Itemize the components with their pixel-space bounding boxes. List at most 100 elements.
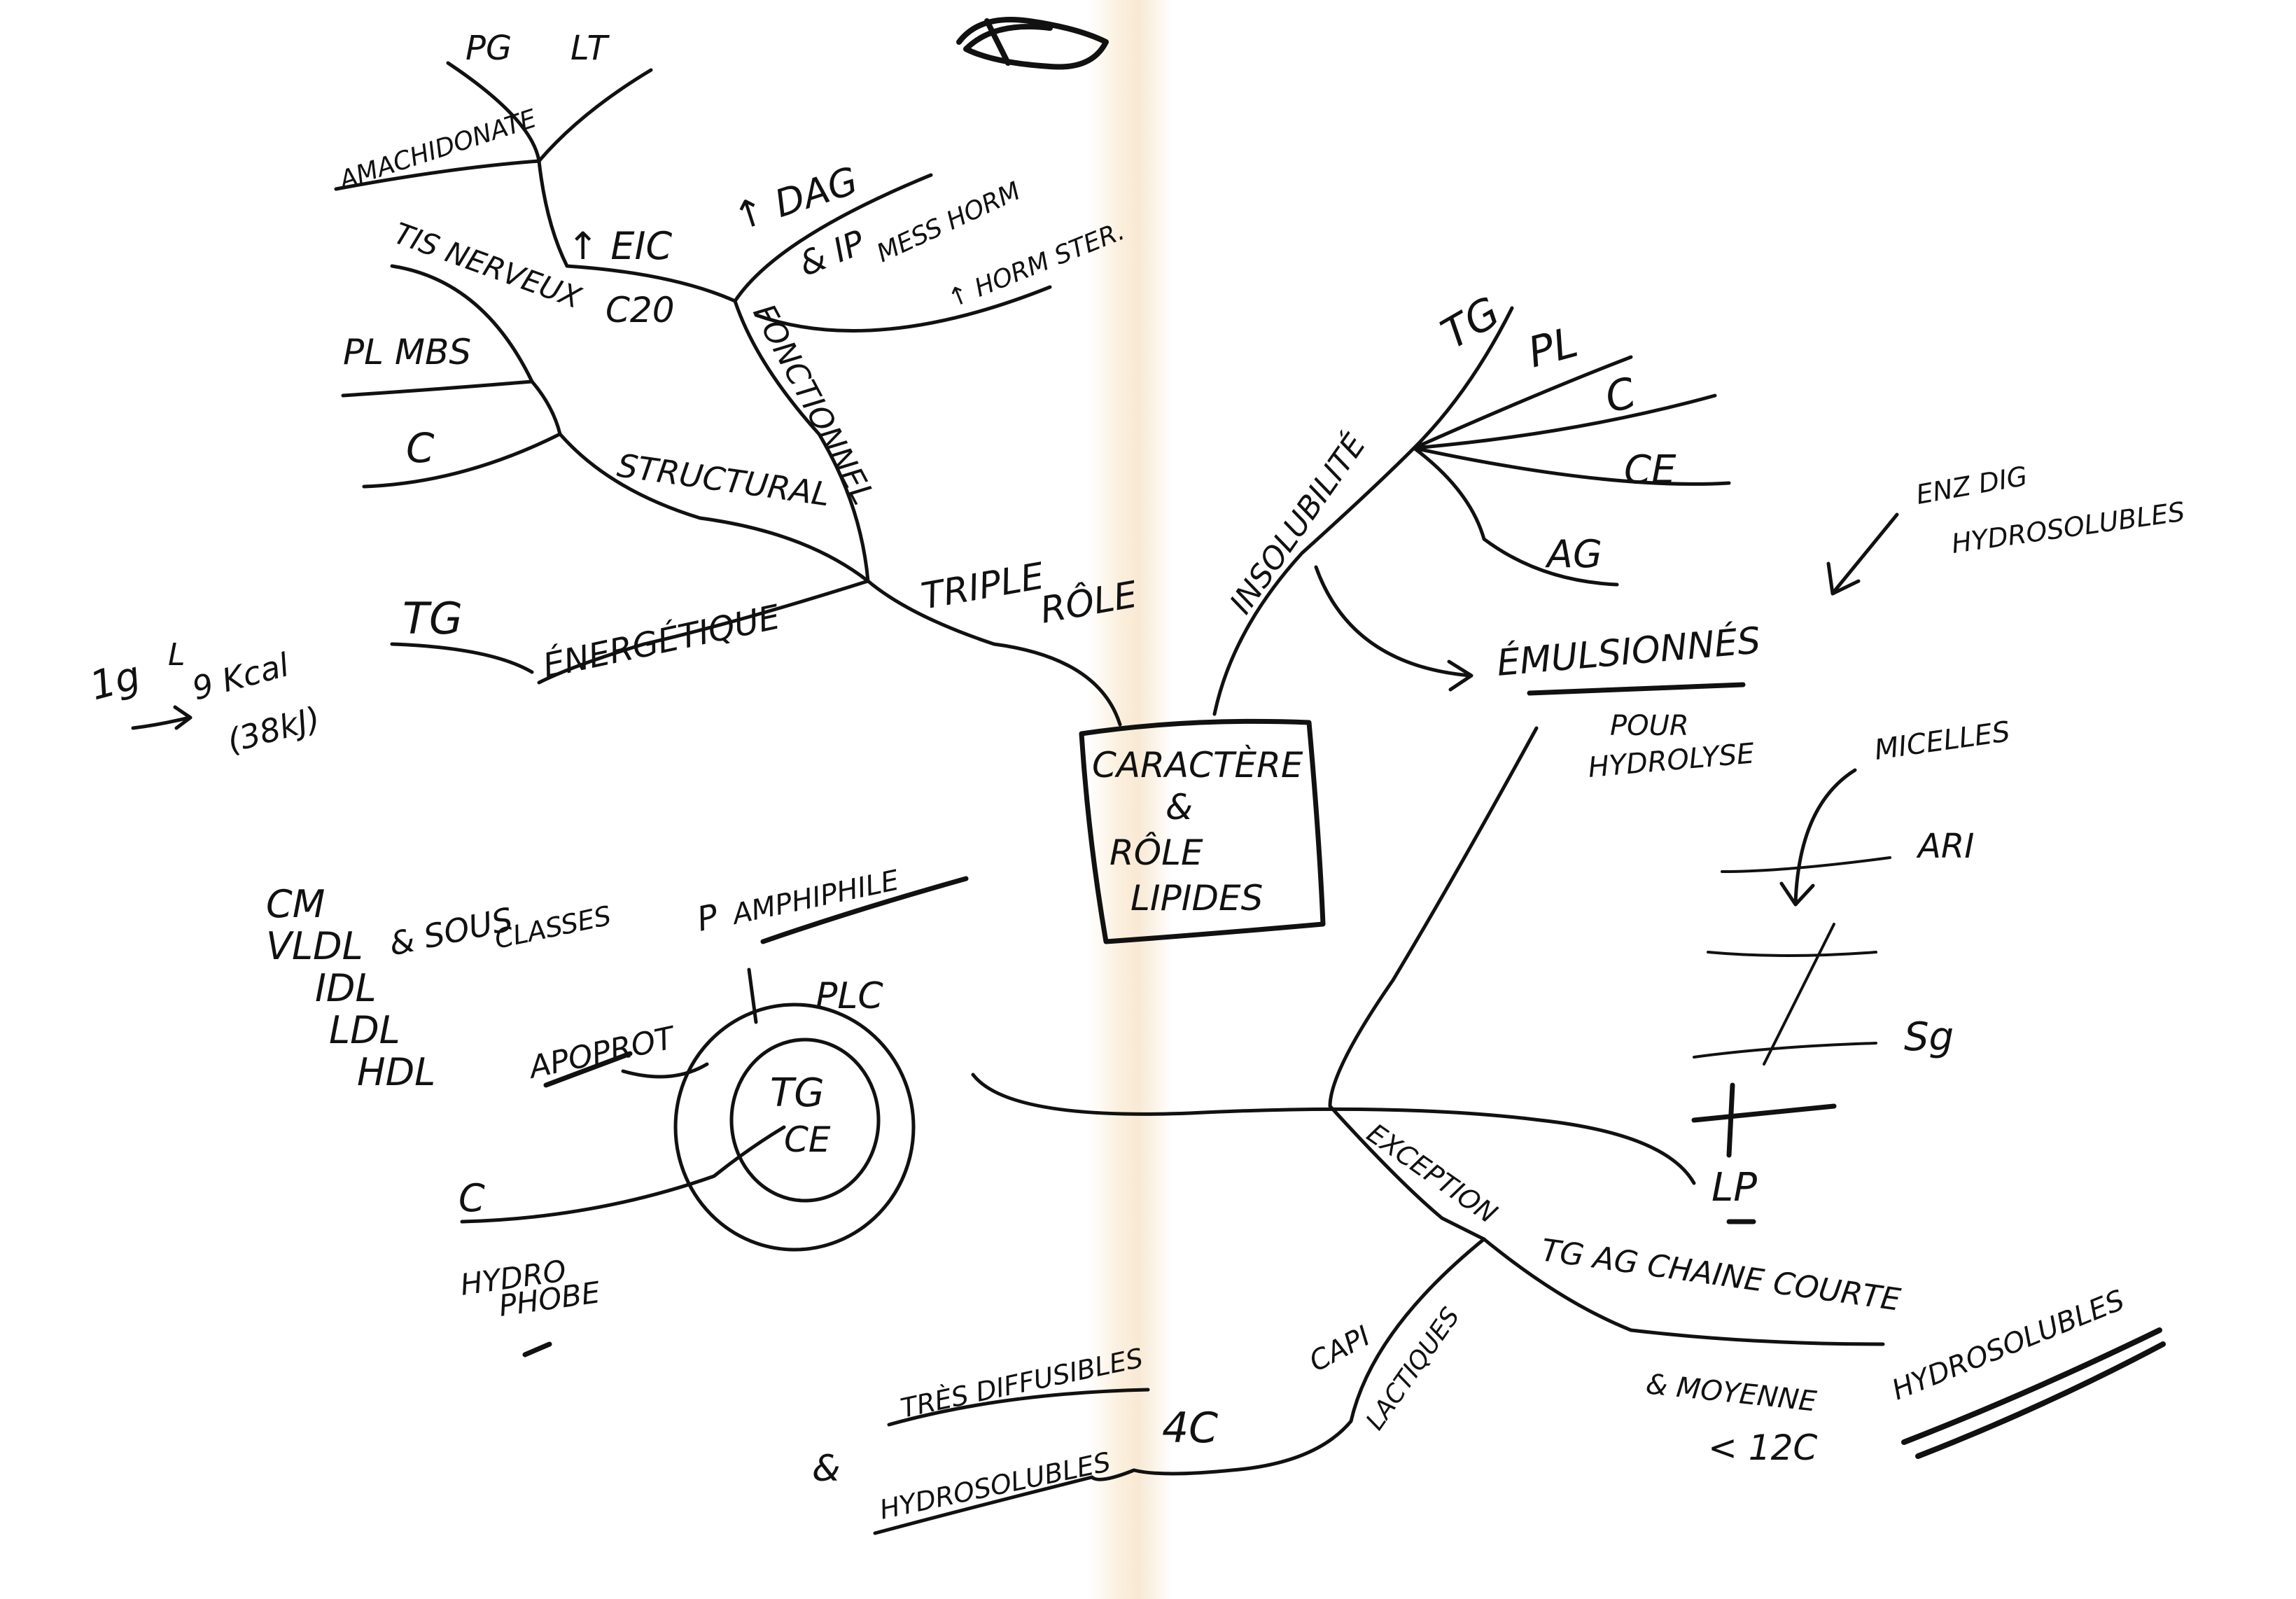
energetique-label: ÉNERGÉTIQUE xyxy=(540,596,784,685)
insol-ce: CE xyxy=(1624,447,1676,493)
micelle-lp: LP xyxy=(1712,1165,1757,1210)
fonctionnel-hormster: ↑ HORM STER. xyxy=(944,217,1128,314)
micelle-label: MICELLES xyxy=(1872,715,2012,767)
micelle-arrow xyxy=(1779,768,1857,907)
exception-tres: TRÈS DIFFUSIBLES xyxy=(898,1342,1146,1423)
lp-class-cm: CM xyxy=(266,882,325,926)
insol-tg: TG xyxy=(1434,288,1508,359)
center-box xyxy=(1079,718,1326,944)
hydrosol2-line xyxy=(873,1475,1094,1535)
insolubilite-label: INSOLUBILITÉ xyxy=(1222,427,1373,621)
fonctionnel-branch xyxy=(733,299,870,583)
lp-classes-word: CLASSES xyxy=(492,900,614,955)
aprot-underline xyxy=(543,1051,633,1088)
lp-core-tg: TG xyxy=(770,1070,825,1116)
top-scribble xyxy=(956,17,1109,70)
insol-c: C xyxy=(1600,368,1642,423)
energetique-1g: 1g xyxy=(85,652,146,709)
emulsion-pour: POUR xyxy=(1610,710,1689,742)
energetique-tg: TG xyxy=(402,593,463,644)
fonctionnel-amachido: AMACHIDONATE xyxy=(335,104,540,195)
arrow-enz xyxy=(1826,512,1899,596)
micelle-layers xyxy=(1693,856,1891,1066)
lp-p: P xyxy=(694,897,722,940)
structural-tissu: TIS NERVEUX xyxy=(390,216,587,315)
tissu-line xyxy=(390,264,534,384)
amachido-line xyxy=(334,159,541,191)
fonctionnel-eic: ↑ EIC xyxy=(567,224,672,268)
exception-lt12: < 12C xyxy=(1708,1427,1817,1468)
fonctionnel-c20: C20 xyxy=(606,290,675,330)
insol-pl: PL xyxy=(1523,318,1583,378)
insol-ag: AG xyxy=(1545,532,1602,576)
hydrosolubles-underline xyxy=(1901,1327,2166,1459)
exception-branch xyxy=(1328,726,1539,1241)
center-line-3: RÔLE xyxy=(1110,832,1203,873)
triple-role-branch xyxy=(866,579,1122,727)
energetique-kcal: 9 Kcal xyxy=(188,645,293,708)
exception-lactiques: LACTIQUES xyxy=(1361,1303,1466,1436)
energetique-kj: (38kJ) xyxy=(223,699,324,760)
emulsion-underline xyxy=(1527,682,1746,696)
exception-label: EXCEPTION xyxy=(1362,1117,1503,1229)
micelle-cross xyxy=(1691,1082,1837,1158)
c-line xyxy=(362,432,562,489)
exception-tg-line xyxy=(1482,1237,1885,1346)
exception-4c: 4C xyxy=(1162,1404,1218,1453)
pl-line xyxy=(341,379,562,436)
center-line-1: CARACTÈRE xyxy=(1092,744,1303,785)
pg-lt-line xyxy=(446,61,653,163)
emulsion-hydrolyse: HYDROLYSE xyxy=(1587,737,1756,784)
lipoprotein-outer xyxy=(673,1003,916,1252)
emulsion-enz: ENZ DIG xyxy=(1914,461,2030,510)
exception-hydrosolubles: HYDROSOLUBLES xyxy=(1888,1284,2129,1406)
triple-role-label-1: TRIPLE xyxy=(918,555,1047,618)
exception-capi: CAPI xyxy=(1304,1320,1376,1378)
structural-branch xyxy=(558,432,870,583)
amphiphile-underline xyxy=(760,876,969,944)
lp-plc: PLC xyxy=(816,975,883,1017)
tres-line xyxy=(887,1388,1150,1427)
lp-class-hdl: HDL xyxy=(357,1050,435,1094)
lp-c: C xyxy=(458,1176,485,1220)
lp-class-idl: IDL xyxy=(315,966,377,1010)
paper-crease xyxy=(1088,0,1172,1599)
structural-c: C xyxy=(406,424,435,472)
center-line-4: LIPIDES xyxy=(1130,878,1263,919)
fonctionnel-pg: PG xyxy=(465,29,512,68)
horm-line xyxy=(754,285,1052,333)
lipoprotein-core xyxy=(729,1038,881,1203)
phobe-underline xyxy=(522,1341,552,1357)
fonctionnel-ip: & IP xyxy=(794,223,871,284)
lp-class-ldl: LDL xyxy=(329,1008,400,1052)
micelle-ari: ARI xyxy=(1916,827,1974,866)
micelle-sg: Sg xyxy=(1904,1014,1954,1060)
emulsion-hydrosolubles: HYDROSOLUBLES xyxy=(1949,496,2187,559)
fonctionnel-lt: LT xyxy=(570,29,610,68)
arrow-1g-to-kcal xyxy=(131,705,192,730)
structural-pl: PL MBS xyxy=(343,332,471,372)
arrow-to-emulsion xyxy=(1314,565,1474,692)
insolubilite-branch xyxy=(1212,446,1416,716)
exception-hydrosolubles-2: HYDROSOLUBLES xyxy=(877,1446,1114,1525)
tg-line xyxy=(390,642,534,674)
center-line-2: & xyxy=(1166,787,1193,828)
lp-core-ce: CE xyxy=(784,1119,831,1160)
aprot-pointer xyxy=(621,1062,709,1079)
lp-amphiphile: AMPHIPHILE xyxy=(728,864,902,931)
exception-moyenne: & MOYENNE xyxy=(1644,1368,1819,1418)
exception-tg: TG AG CHAINE COURTE xyxy=(1539,1232,1903,1318)
exception-and: & xyxy=(812,1448,841,1490)
eic-line xyxy=(537,159,737,303)
emulsion-label: ÉMULSIONNÉS xyxy=(1495,619,1763,685)
link-lipoprotein-lp xyxy=(971,1073,1696,1185)
c-hydrophobe-line xyxy=(460,1125,786,1224)
dag-line xyxy=(733,173,933,303)
lp-class-vldl: VLDL xyxy=(266,924,363,968)
structural-label: STRUCTURAL xyxy=(615,446,832,513)
energetique-branch xyxy=(537,579,870,685)
triple-role-label-2: RÔLE xyxy=(1037,573,1140,632)
energetique-l: L xyxy=(168,637,186,673)
insol-fan xyxy=(1412,306,1731,587)
